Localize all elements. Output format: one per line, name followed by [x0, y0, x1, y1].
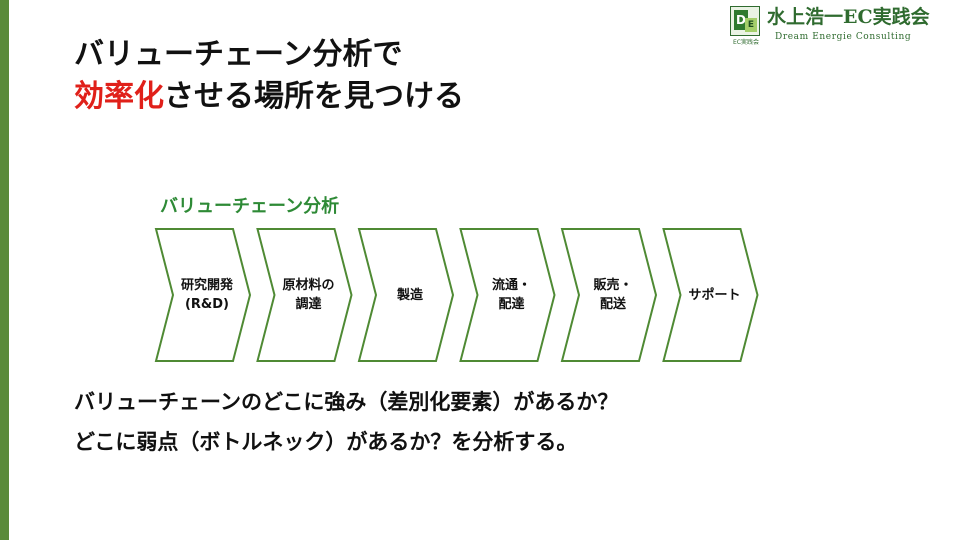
value-chain-step-label-6: サポート	[688, 287, 741, 303]
value-chain-step-label-4: 流通・ 配達	[491, 278, 531, 312]
logo-title: 水上浩一EC実践会	[767, 6, 930, 28]
value-chain-arrows	[154, 228, 759, 362]
value-chain-step-label-5: 販売・ 配送	[593, 278, 633, 312]
title-line-2-rest: させる場所を見つける	[164, 79, 464, 114]
value-chain-arrow-2	[256, 228, 353, 362]
value-chain-heading: バリューチェーン分析	[160, 196, 340, 217]
question-strengths: バリューチェーンのどこに強み（差別化要素）があるか？	[74, 390, 619, 414]
analysis-questions: バリューチェーンのどこに強み（差別化要素）があるか？ どこに弱点（ボトルネック）…	[74, 382, 618, 462]
title-line-1: バリューチェーン分析で	[74, 37, 403, 72]
value-chain-step-label-2: 原材料の 調達	[282, 278, 335, 312]
value-chain-step-label-1: 研究開発 (R&D)	[180, 278, 233, 312]
logo-mark-right: E	[745, 18, 757, 32]
question-weaknesses: どこに弱点（ボトルネック）があるか？を分析する。	[74, 430, 578, 454]
slide-title: バリューチェーン分析で 効率化させる場所を見つける	[74, 34, 464, 118]
value-chain-diagram: 研究開発 (R&D) 原材料の 調達 製造 流通・ 配達 販売・ 配送 サポート	[154, 228, 766, 362]
left-accent-bar	[0, 0, 9, 540]
logo-small-text: EC実践会	[733, 39, 759, 46]
value-chain-arrow-4	[459, 228, 556, 362]
logo-subtitle: Dream Energie Consulting	[775, 32, 912, 42]
value-chain-arrow-3	[357, 228, 455, 362]
title-highlight: 効率化	[74, 79, 164, 114]
value-chain-arrow-1	[154, 228, 252, 362]
brand-logo: D E EC実践会 水上浩一EC実践会 Dream Energie Consul…	[730, 6, 956, 46]
logo-mark-icon: D E	[730, 6, 760, 36]
title-line-2: 効率化させる場所を見つける	[74, 76, 464, 118]
value-chain-arrow-6	[662, 228, 759, 362]
logo-mark-left: D	[734, 10, 748, 30]
value-chain-step-label-3: 製造	[396, 287, 423, 303]
value-chain-arrow-5	[560, 228, 658, 362]
